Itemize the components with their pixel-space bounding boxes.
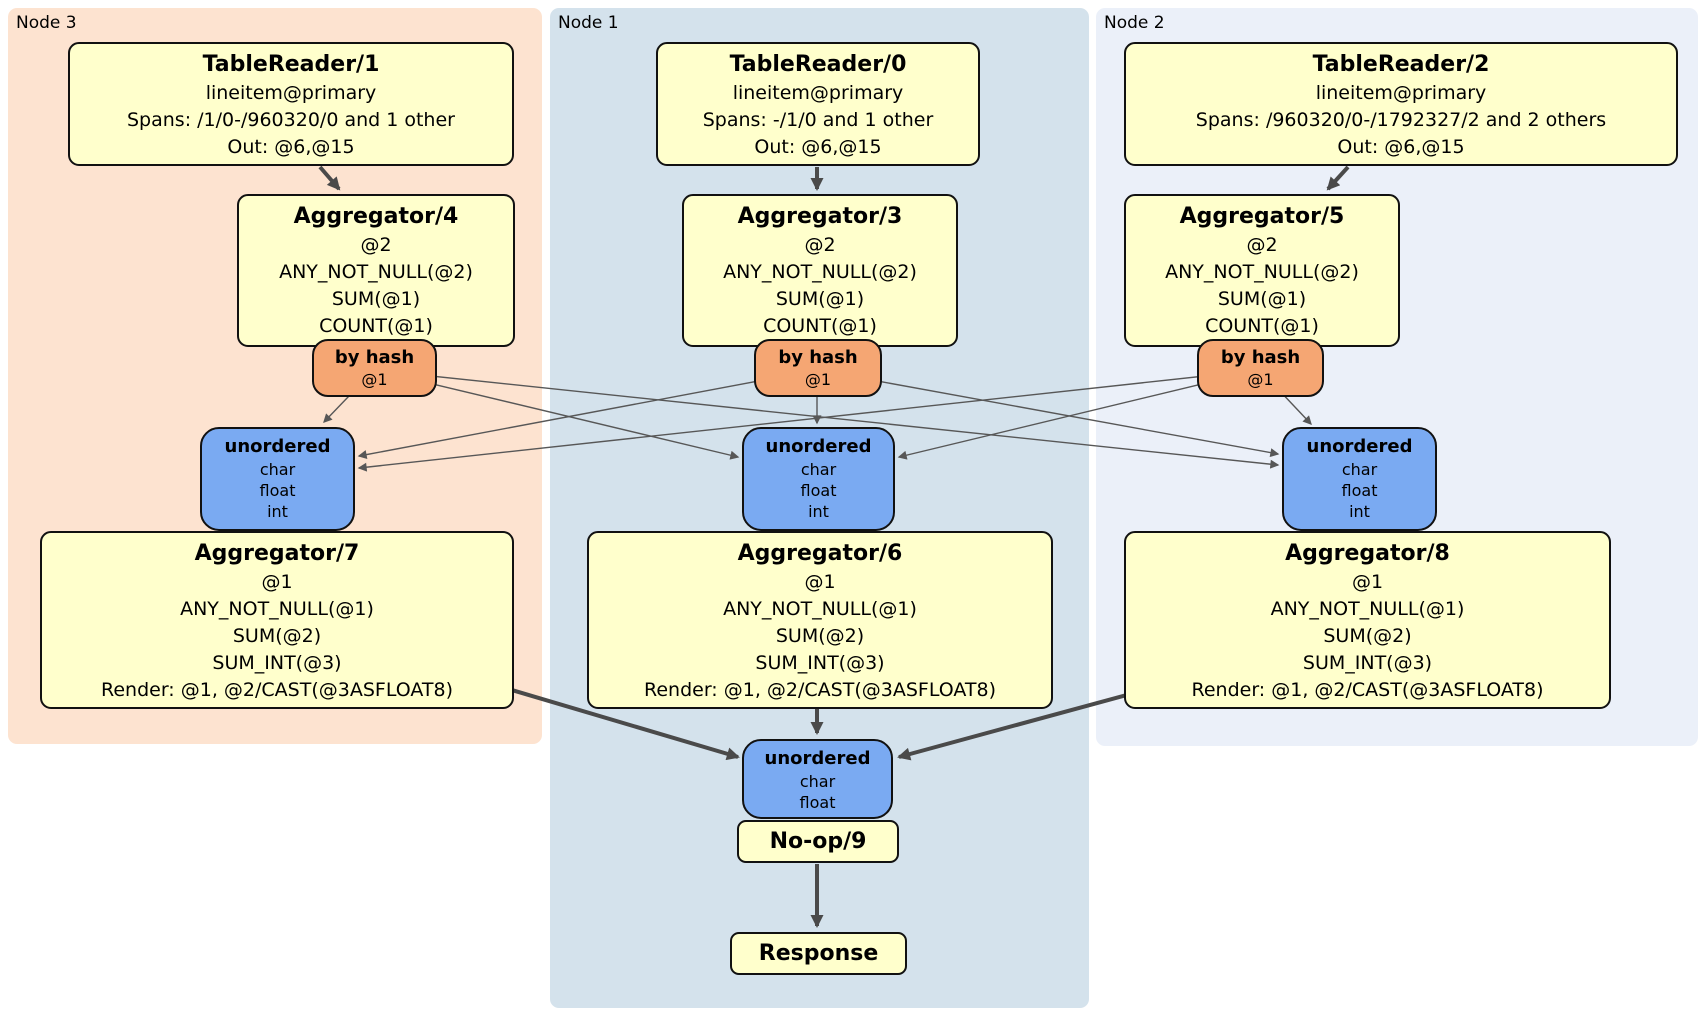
router-title: by hash — [1220, 347, 1301, 368]
processor-detail: @2 — [1246, 234, 1278, 256]
processor-detail: Out: @6,@15 — [754, 136, 882, 158]
edge-agg8-ub — [897, 688, 1146, 761]
processor-detail: SUM_INT(@3) — [1302, 652, 1433, 674]
processor-detail: SUM_INT(@3) — [212, 652, 342, 674]
sync-column: float — [259, 481, 296, 500]
processor-detail: SUM(@1) — [775, 288, 865, 310]
processor-detail: @1 — [261, 571, 293, 593]
edge-tr2-agg5 — [1326, 165, 1350, 191]
sync-title: unordered — [1306, 436, 1413, 457]
processor-noop-9: No-op/9 — [737, 820, 899, 863]
edge-bh1-u2 — [816, 369, 1280, 458]
processor-aggregator-4: Aggregator/4 @2 ANY_NOT_NULL(@2) SUM(@1)… — [237, 194, 515, 347]
sync-unordered-node1: unordered char float int — [742, 427, 895, 531]
processor-aggregator-7: Aggregator/7 @1 ANY_NOT_NULL(@1) SUM(@2)… — [40, 531, 514, 709]
processor-detail: SUM_INT(@3) — [755, 652, 885, 674]
processor-detail: Render: @1, @2/CAST(@3ASFLOAT8) — [101, 679, 453, 701]
processor-tablereader-0: TableReader/0 lineitem@primary Spans: -/… — [656, 42, 980, 166]
router-by-hash-node1: by hash @1 — [754, 339, 882, 397]
sync-column: char — [259, 460, 296, 479]
processor-detail: COUNT(@1) — [319, 315, 433, 337]
sync-column: float — [800, 481, 837, 500]
processor-title: Response — [758, 940, 879, 966]
processor-detail: SUM(@2) — [1323, 625, 1412, 647]
processor-detail: SUM(@1) — [1217, 288, 1307, 310]
processor-detail: Out: @6,@15 — [1337, 136, 1465, 158]
sync-column: float — [799, 793, 836, 812]
node2-label: Node 2 — [1104, 13, 1165, 33]
node1-label: Node 1 — [558, 13, 619, 33]
processor-aggregator-3: Aggregator/3 @2 ANY_NOT_NULL(@2) SUM(@1)… — [682, 194, 958, 347]
sync-title: unordered — [224, 436, 331, 457]
sync-unordered-final: unordered char float — [742, 739, 893, 819]
processor-detail: COUNT(@1) — [1205, 315, 1319, 337]
processor-detail: @1 — [804, 571, 836, 593]
processor-detail: Spans: /960320/0-/1792327/2 and 2 others — [1195, 109, 1607, 131]
processor-title: TableReader/2 — [1312, 52, 1490, 77]
sync-column: int — [267, 502, 288, 521]
sync-column: char — [800, 460, 837, 479]
sync-column: char — [799, 772, 836, 791]
processor-detail: SUM(@2) — [232, 625, 322, 647]
processor-title: Aggregator/4 — [293, 204, 459, 229]
sync-column: int — [808, 502, 829, 521]
processor-tablereader-1: TableReader/1 lineitem@primary Spans: /1… — [68, 42, 514, 166]
processor-detail: ANY_NOT_NULL(@2) — [1165, 261, 1359, 283]
processor-detail: Out: @6,@15 — [227, 136, 355, 158]
processor-title: Aggregator/7 — [194, 541, 360, 566]
processor-tablereader-2: TableReader/2 lineitem@primary Spans: /9… — [1124, 42, 1678, 166]
sync-unordered-node3: unordered char float int — [200, 427, 355, 531]
processor-aggregator-8: Aggregator/8 @1 ANY_NOT_NULL(@1) SUM(@2)… — [1124, 531, 1611, 709]
sync-title: unordered — [764, 748, 871, 769]
sync-title: unordered — [765, 436, 872, 457]
processor-detail: ANY_NOT_NULL(@2) — [279, 261, 473, 283]
processor-title: TableReader/0 — [729, 52, 907, 77]
router-title: by hash — [778, 347, 858, 368]
processor-detail: ANY_NOT_NULL(@1) — [1270, 598, 1465, 620]
processor-title: Aggregator/5 — [1179, 204, 1345, 229]
processor-aggregator-6: Aggregator/6 @1 ANY_NOT_NULL(@1) SUM(@2)… — [587, 531, 1053, 709]
processor-detail: Spans: /1/0-/960320/0 and 1 other — [127, 109, 455, 131]
response-node: Response — [730, 932, 907, 975]
processor-detail: lineitem@primary — [205, 82, 377, 104]
processor-detail: @2 — [360, 234, 392, 256]
processor-title: TableReader/1 — [202, 52, 380, 77]
router-detail: @1 — [361, 370, 388, 389]
processor-aggregator-5: Aggregator/5 @2 ANY_NOT_NULL(@2) SUM(@1)… — [1124, 194, 1400, 347]
processor-detail: ANY_NOT_NULL(@1) — [723, 598, 917, 620]
router-title: by hash — [334, 347, 415, 368]
processor-detail: lineitem@primary — [1315, 82, 1487, 104]
sync-unordered-node2: unordered char float int — [1282, 427, 1437, 531]
processor-detail: @1 — [1351, 571, 1384, 593]
router-by-hash-node3: by hash @1 — [312, 339, 437, 397]
edge-bh1-u3 — [357, 369, 818, 460]
processor-detail: lineitem@primary — [732, 82, 904, 104]
processor-detail: Render: @1, @2/CAST(@3ASFLOAT8) — [1191, 679, 1544, 701]
sync-column: float — [1341, 481, 1378, 500]
node3-label: Node 3 — [16, 13, 77, 33]
edge-tr1-agg4 — [318, 165, 341, 191]
router-detail: @1 — [1247, 370, 1274, 389]
router-detail: @1 — [804, 370, 832, 389]
processor-detail: ANY_NOT_NULL(@2) — [723, 261, 917, 283]
processor-title: Aggregator/8 — [1285, 541, 1450, 566]
processor-detail: SUM(@2) — [775, 625, 865, 647]
processor-title: No-op/9 — [769, 828, 867, 854]
processor-title: Aggregator/3 — [737, 204, 903, 229]
sync-column: int — [1349, 502, 1370, 521]
processor-detail: @2 — [804, 234, 836, 256]
processor-title: Aggregator/6 — [737, 541, 903, 566]
processor-detail: COUNT(@1) — [763, 315, 877, 337]
router-by-hash-node2: by hash @1 — [1197, 339, 1324, 397]
processor-detail: Spans: -/1/0 and 1 other — [702, 109, 934, 131]
sync-column: char — [1341, 460, 1378, 479]
edge-agg7-ub — [494, 683, 740, 761]
processor-detail: SUM(@1) — [331, 288, 421, 310]
edge-bh2-u3 — [357, 369, 1261, 472]
processor-detail: Render: @1, @2/CAST(@3ASFLOAT8) — [644, 679, 996, 701]
processor-detail: ANY_NOT_NULL(@1) — [180, 598, 374, 620]
